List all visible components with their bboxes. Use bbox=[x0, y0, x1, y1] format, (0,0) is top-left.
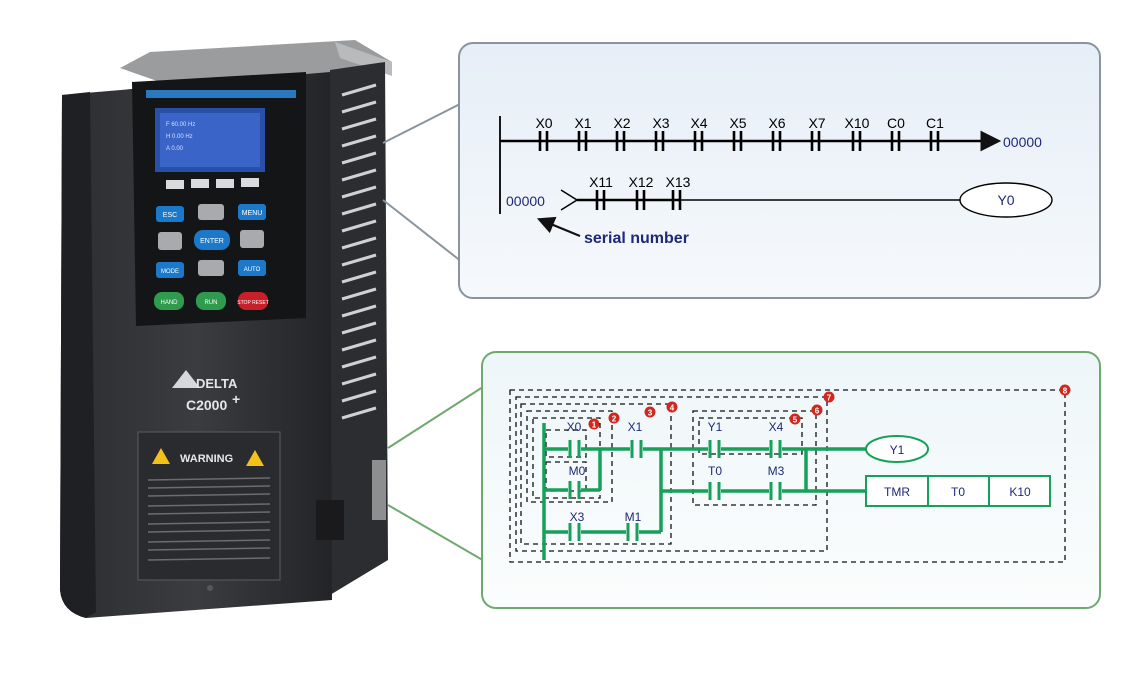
rung-1-contact-label: X2 bbox=[613, 115, 630, 131]
rung-1-contact-label: X6 bbox=[768, 115, 785, 131]
warning-label: WARNING bbox=[180, 453, 233, 465]
contact-label-y1: Y1 bbox=[708, 420, 723, 434]
contact-label-t0: T0 bbox=[708, 464, 722, 478]
rung-1-contact-label: X4 bbox=[690, 115, 707, 131]
warning-triangle-icon bbox=[152, 448, 170, 464]
output-coil-y1 bbox=[865, 435, 929, 463]
contact-label-x3: X3 bbox=[570, 510, 585, 524]
rung-1-contact-label: X0 bbox=[535, 115, 552, 131]
hand-key: HAND bbox=[160, 300, 178, 306]
delta-logo-icon bbox=[172, 370, 200, 388]
block-marker: 1 bbox=[592, 421, 597, 430]
timer-cell-device: T0 bbox=[951, 485, 965, 499]
top-ladder-panel: X0 X1 X2 X3 X4 X5 X6 X7 X10 C0 C1 00000 … bbox=[458, 42, 1101, 299]
block-markers: 1 2 3 4 5 6 7 8 bbox=[588, 384, 1071, 430]
run-key: RUN bbox=[205, 300, 218, 306]
rung-1-contacts bbox=[538, 131, 940, 151]
timer-cell-instruction: TMR bbox=[884, 485, 910, 499]
timer-cell-constant: K10 bbox=[1009, 485, 1031, 499]
block-marker: 3 bbox=[648, 409, 653, 418]
rung-2-input-number: 00000 bbox=[506, 193, 545, 209]
timer-instruction: TMR T0 K10 bbox=[865, 475, 1051, 507]
mode-key: MODE bbox=[161, 269, 179, 275]
rung-2-contacts bbox=[595, 190, 682, 210]
svg-text:A 0.00: A 0.00 bbox=[166, 146, 184, 152]
rung-2-contact-label: X13 bbox=[666, 174, 691, 190]
top-callout-connector bbox=[382, 102, 463, 144]
svg-text:F 60.00 Hz: F 60.00 Hz bbox=[166, 122, 195, 128]
top-callout-connector bbox=[382, 199, 463, 263]
block-marker: 6 bbox=[815, 407, 820, 416]
output-coil-y1-label: Y1 bbox=[890, 443, 905, 457]
output-coil bbox=[959, 182, 1053, 218]
bottom-ladder-panel: X0 M0 X1 X3 M1 Y1 X4 T0 M3 Y1 TMR T0 K10… bbox=[481, 351, 1101, 609]
contact-label-m3: M3 bbox=[768, 464, 785, 478]
drive-model-suffix: + bbox=[232, 391, 240, 407]
contact-label-m1: M1 bbox=[625, 510, 642, 524]
contact-label-x4: X4 bbox=[769, 420, 784, 434]
drive-model: C2000 bbox=[186, 397, 227, 413]
menu-key: MENU bbox=[242, 210, 263, 217]
annotation-arrow bbox=[536, 216, 581, 238]
block-marker: 7 bbox=[827, 394, 832, 403]
rung-1-contact-label: X3 bbox=[652, 115, 669, 131]
stop-reset-key: STOP RESET bbox=[237, 300, 269, 306]
esc-key: ESC bbox=[163, 212, 177, 219]
rung-1-contact-label: C0 bbox=[887, 115, 905, 131]
rung-2-contact-label: X12 bbox=[629, 174, 654, 190]
ladder-contacts bbox=[568, 440, 782, 541]
bottom-callout-connector bbox=[387, 384, 487, 449]
rung-2-contact-label: X11 bbox=[589, 174, 613, 190]
drive-brand: DELTA bbox=[196, 376, 238, 391]
svg-text:H 0.00 Hz: H 0.00 Hz bbox=[166, 134, 193, 140]
bottom-callout-connector bbox=[387, 504, 487, 563]
ac-drive-illustration: F 60.00 Hz H 0.00 Hz A 0.00 ESC MENU ENT… bbox=[60, 40, 392, 618]
output-coil-label: Y0 bbox=[997, 192, 1014, 208]
auto-key: AUTO bbox=[244, 267, 261, 273]
block-marker: 5 bbox=[793, 416, 798, 425]
contact-label-x0: X0 bbox=[567, 420, 582, 434]
rung-1-output-number: 00000 bbox=[1003, 134, 1042, 150]
rung-1-contact-label: X1 bbox=[574, 115, 591, 131]
block-marker: 2 bbox=[612, 415, 617, 424]
rung-1-contact-label: C1 bbox=[926, 115, 944, 131]
rung-1-contact-label: X10 bbox=[845, 115, 870, 131]
ladder-wiring bbox=[542, 423, 866, 560]
block-marker: 8 bbox=[1063, 387, 1068, 396]
rung-1-contact-label: X5 bbox=[729, 115, 746, 131]
block-boundaries bbox=[509, 389, 1066, 563]
warning-triangle-icon bbox=[246, 450, 264, 466]
contact-label-x1: X1 bbox=[628, 420, 643, 434]
block-marker: 4 bbox=[670, 404, 675, 413]
rung-1-contact-label: X7 bbox=[808, 115, 825, 131]
serial-number-annotation: serial number bbox=[584, 230, 689, 247]
enter-key: ENTER bbox=[200, 238, 224, 245]
contact-label-m0: M0 bbox=[569, 464, 586, 478]
